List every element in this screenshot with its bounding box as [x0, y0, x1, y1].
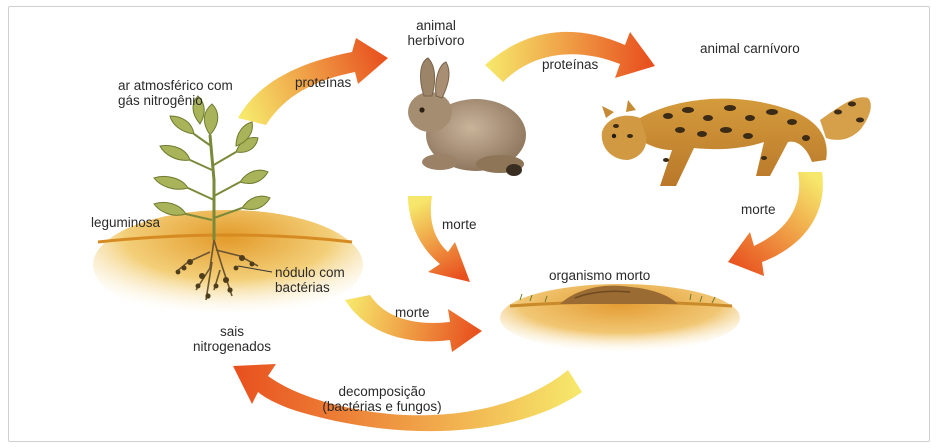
nitrogen-salts-label-line-1: sais	[176, 324, 288, 339]
herbivore-label-line-2: herbívoro	[404, 33, 468, 48]
herbivore-label: animal herbívoro	[404, 18, 468, 48]
nitrogen-salts-label: sais nitrogenados	[176, 324, 288, 354]
death-herbivore-label: morte	[442, 217, 477, 232]
arrow-death-herbivore	[408, 196, 470, 282]
legume-label: leguminosa	[91, 215, 160, 230]
nodule-label-line-1: nódulo com	[275, 265, 345, 280]
nitrogen-salts-label-line-2: nitrogenados	[176, 339, 288, 354]
air-nitrogen-label-line-1: ar atmosférico com	[118, 78, 233, 93]
air-nitrogen-label: ar atmosférico com gás nitrogênio	[118, 78, 233, 108]
carnivore-ocelot	[602, 97, 871, 186]
nodule-label: nódulo com bactérias	[275, 265, 345, 295]
death-plant-label: morte	[395, 305, 430, 320]
proteins-label-2: proteínas	[542, 57, 598, 72]
decomposition-label-line-1: decomposição	[302, 384, 462, 399]
carnivore-label: animal carnívoro	[700, 41, 800, 56]
death-carnivore-label: morte	[741, 202, 776, 217]
dead-organism	[500, 284, 740, 352]
arrow-death-carnivore	[728, 172, 823, 276]
arrow-death-plant	[345, 295, 482, 352]
nodule-label-line-2: bactérias	[275, 280, 345, 295]
decomposition-label-line-2: (bactérias e fungos)	[302, 399, 462, 414]
dead-organism-label: organismo morto	[549, 268, 650, 283]
air-nitrogen-label-line-2: gás nitrogênio	[118, 93, 233, 108]
proteins-label-1: proteínas	[295, 75, 351, 90]
decomposition-label: decomposição (bactérias e fungos)	[302, 384, 462, 414]
herbivore-label-line-1: animal	[404, 18, 468, 33]
